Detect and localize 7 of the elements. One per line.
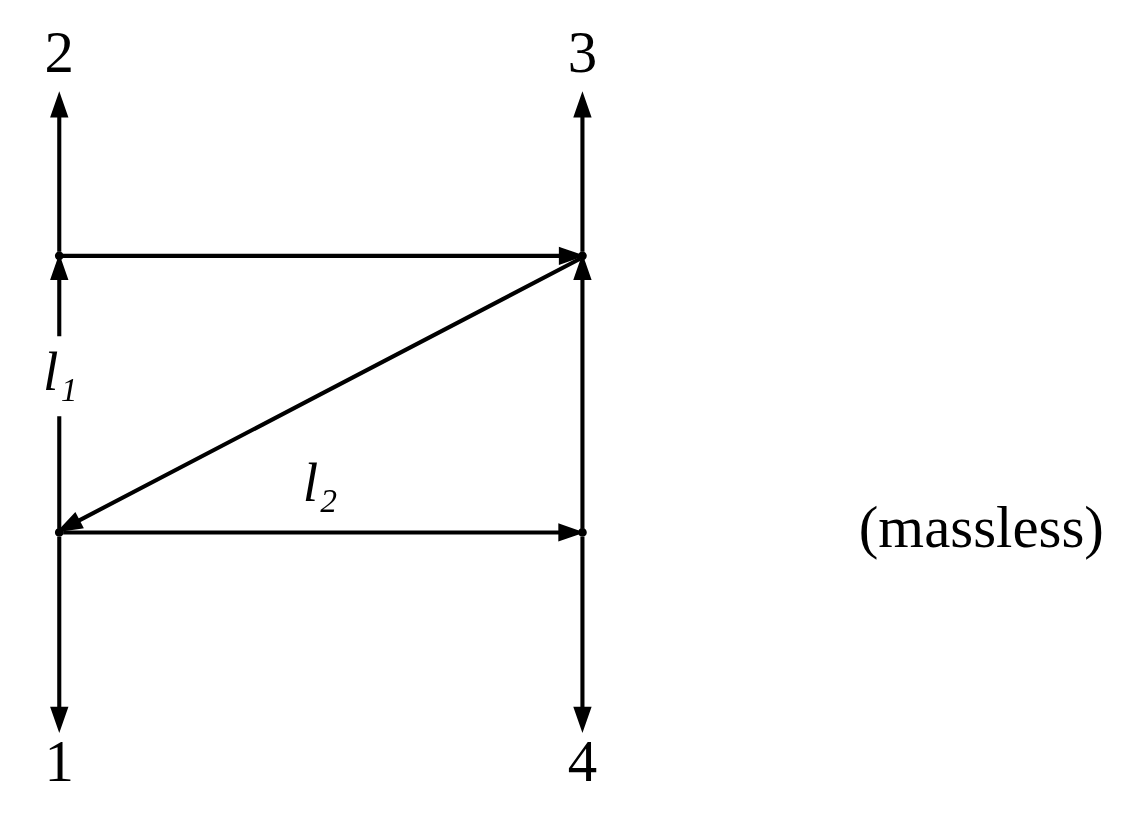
- edge-label: l₁: [42, 339, 78, 402]
- node-text: 1: [44, 728, 74, 794]
- edge-label: l₂: [302, 450, 338, 513]
- label: (massless): [858, 494, 1104, 560]
- node-text: 4: [567, 728, 598, 794]
- node-text: 2: [44, 20, 74, 86]
- node-text: 3: [567, 20, 598, 86]
